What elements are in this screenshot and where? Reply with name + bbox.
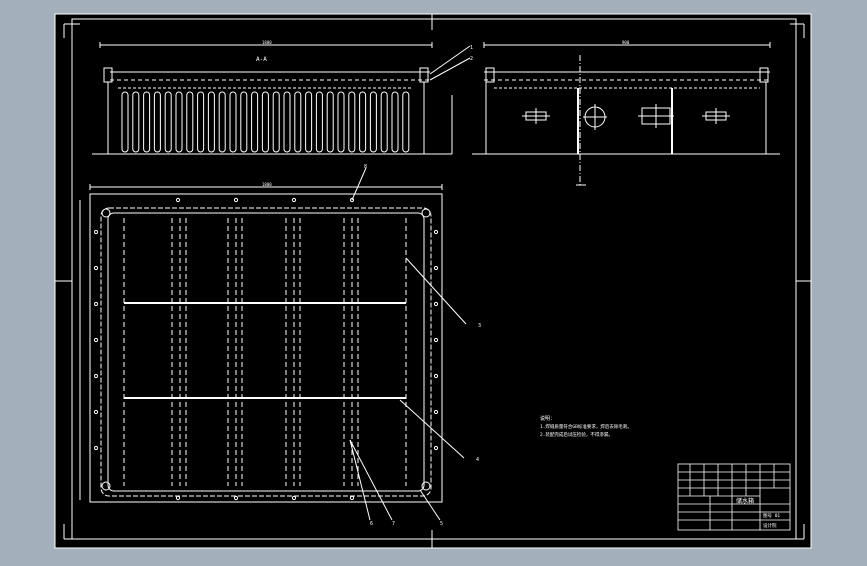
notes-heading: 说明： — [540, 415, 555, 422]
fin-plate — [251, 91, 259, 153]
top-dimension: 1800 — [262, 40, 272, 45]
fin-plate — [240, 91, 248, 153]
bolt-hole — [93, 301, 99, 307]
fin-plate — [143, 91, 151, 153]
bolt-hole — [93, 373, 99, 379]
fin-plate — [326, 91, 334, 153]
title-block — [677, 463, 791, 531]
fin-plate — [153, 91, 161, 153]
callout-4: 4 — [476, 457, 479, 463]
bolt-hole — [291, 197, 297, 203]
bolt-hole — [433, 409, 439, 415]
fin-plate — [229, 91, 237, 153]
bolt-hole — [93, 409, 99, 415]
title-sheet-info: 图号 01 — [763, 513, 780, 519]
fin-plate — [186, 91, 194, 153]
callout-7: 7 — [392, 521, 395, 527]
callout-2: 2 — [470, 56, 473, 62]
bolt-hole — [233, 495, 239, 501]
callout-6: 6 — [370, 521, 373, 527]
bolt-hole — [233, 197, 239, 203]
side-dimension: 900 — [622, 40, 630, 45]
inner-frame — [71, 18, 797, 540]
bolt-hole — [175, 495, 181, 501]
fin-plate — [197, 91, 205, 153]
fin-plate — [272, 91, 280, 153]
fin-plate — [380, 91, 388, 153]
callout-3: 3 — [478, 323, 481, 329]
title-drawing-name: 储水箱 — [736, 497, 754, 505]
callout-8: 8 — [364, 164, 367, 170]
bolt-hole — [349, 495, 355, 501]
fin-plate — [402, 91, 410, 153]
side-view — [472, 42, 780, 186]
bolt-hole — [433, 445, 439, 451]
drawing-sheet — [54, 13, 812, 549]
bolt-hole — [433, 337, 439, 343]
callout-5: 5 — [440, 521, 443, 527]
notes-line-2: 2.装配完成后试压检验，不得渗漏。 — [540, 431, 613, 438]
bolt-hole — [93, 445, 99, 451]
fin-plate — [369, 91, 377, 153]
bolt-hole — [93, 337, 99, 343]
section-label: A-A — [256, 56, 267, 63]
fin-plate — [175, 91, 183, 153]
centering-marks — [55, 14, 811, 548]
fin-plate — [348, 91, 356, 153]
bolt-hole — [433, 301, 439, 307]
title-company: 设计院 — [763, 522, 777, 529]
bolt-hole — [433, 373, 439, 379]
plan-dimension: 1800 — [262, 182, 272, 187]
fin-plate — [132, 91, 140, 153]
notes-line-1: 1.焊缝质量符合GB标准要求，焊后去除毛刺。 — [540, 423, 632, 430]
fin-plate — [164, 91, 172, 153]
bolt-hole — [93, 265, 99, 271]
fin-plate — [315, 91, 323, 153]
fin-plate — [283, 91, 291, 153]
bolt-hole — [349, 197, 355, 203]
fin-plate — [359, 91, 367, 153]
fin-plate — [305, 91, 313, 153]
bolt-hole — [175, 197, 181, 203]
fin-plate — [218, 91, 226, 153]
fin-plate — [121, 91, 129, 153]
fin-plate — [294, 91, 302, 153]
bolt-hole — [291, 495, 297, 501]
fin-plate — [337, 91, 345, 153]
fin-plate — [261, 91, 269, 153]
callout-1: 1 — [470, 45, 473, 51]
bolt-hole — [93, 229, 99, 235]
fin-plate — [391, 91, 399, 153]
bolt-hole — [433, 265, 439, 271]
front-section-view — [92, 42, 471, 155]
plan-view — [79, 167, 467, 521]
bolt-hole — [433, 229, 439, 235]
fin-plate — [207, 91, 215, 153]
